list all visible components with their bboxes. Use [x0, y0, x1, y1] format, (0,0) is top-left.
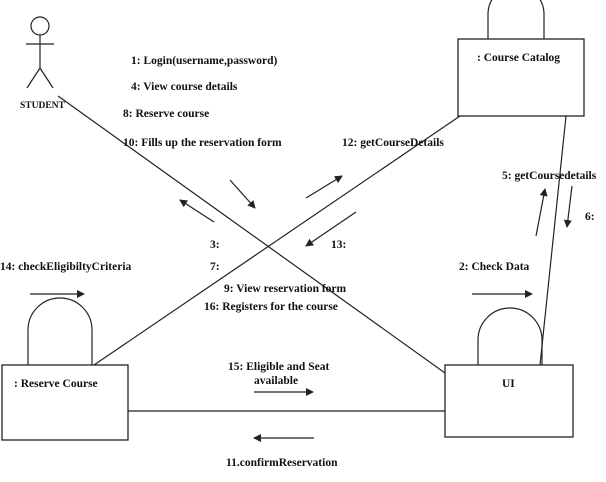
msg-6: 6:	[585, 211, 595, 223]
msg-reserve-course: 8: Reserve course	[123, 108, 209, 120]
arrow-ui-to-catalog	[535, 188, 548, 237]
entity-icon	[477, 307, 543, 365]
actor-left-leg	[26, 67, 41, 89]
actor-head	[30, 16, 50, 36]
actor-label: STUDENT	[20, 101, 66, 111]
msg-view-course-details: 4: View course details	[131, 81, 238, 93]
link-reservecourse-catalog	[93, 115, 461, 366]
link-student-ui	[57, 95, 453, 379]
msg-registers-for-course: 16: Registers for the course	[204, 301, 338, 313]
msg-get-coursedetails: 5: getCoursedetails	[502, 170, 597, 182]
student-actor	[26, 16, 54, 89]
course-catalog-box	[457, 38, 585, 117]
reserve-course-box	[1, 364, 129, 441]
reserve-course-label: : Reserve Course	[14, 378, 98, 390]
msg-login: 1: Login(username,password)	[131, 55, 277, 67]
msg-confirm-reservation: 11.confirmReservation	[226, 457, 338, 469]
ui-object	[444, 307, 574, 438]
entity-icon	[27, 297, 93, 365]
course-catalog-label: : Course Catalog	[477, 52, 560, 64]
arrow-ui-to-student	[179, 199, 215, 223]
arrow-to-course-catalog	[305, 175, 343, 199]
reserve-course-object	[1, 297, 129, 441]
arrow-catalog-to-ui	[563, 185, 573, 228]
arrow-student-to-ui	[229, 179, 256, 209]
msg-13: 13:	[331, 239, 346, 251]
arrow-from-course-catalog	[305, 211, 357, 247]
msg-check-eligibility: 14: checkEligibiltyCriteria	[0, 261, 132, 273]
msg-3: 3:	[210, 239, 220, 251]
course-catalog-object	[457, 0, 585, 117]
entity-icon	[487, 0, 545, 39]
ui-box	[444, 364, 574, 438]
msg-7: 7:	[210, 261, 220, 273]
msg-fill-reservation-form: 10: Fills up the reservation form	[123, 137, 282, 149]
msg-view-reservation-form: 9: View reservation form	[224, 283, 347, 295]
actor-right-leg	[39, 67, 54, 89]
msg-check-data: 2: Check Data	[459, 261, 530, 273]
msg-eligible-seat-line2: available	[254, 375, 298, 387]
msg-get-course-details: 12: getCourseDetails	[342, 137, 444, 149]
msg-eligible-seat-line1: 15: Eligible and Seat	[228, 361, 329, 373]
link-catalog-ui	[539, 115, 567, 366]
ui-label: UI	[502, 378, 515, 390]
